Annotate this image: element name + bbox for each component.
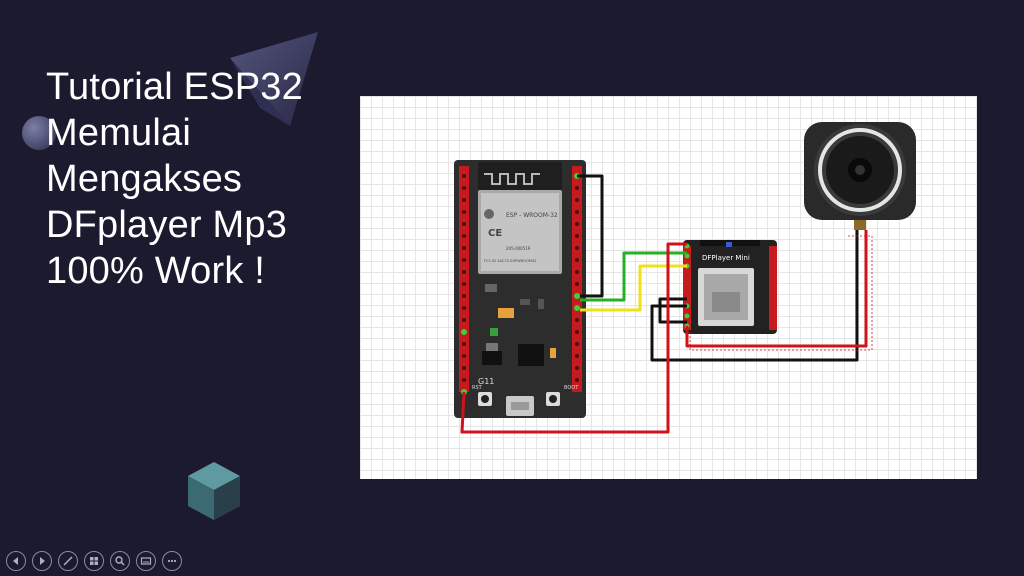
wire-red xyxy=(460,242,687,434)
wire-yellow xyxy=(580,264,687,312)
dfplayer-label: DFPlayer Mini xyxy=(702,254,750,262)
subtitles-icon xyxy=(140,557,152,565)
wiring-diagram: ESP - WROOM-32 CE 205-000519 FCC ID 2AC7… xyxy=(360,96,977,479)
wire-red xyxy=(685,230,868,348)
zoom-icon xyxy=(115,556,125,566)
zoom-button[interactable] xyxy=(110,551,130,571)
speaker xyxy=(804,122,916,230)
next-slide-button[interactable] xyxy=(32,551,52,571)
title-line: 100% Work ! xyxy=(46,250,266,292)
ce-mark: CE xyxy=(488,228,502,239)
left-pin-header xyxy=(459,166,469,392)
wires xyxy=(460,174,873,434)
decorative-sphere xyxy=(22,116,56,150)
previous-slide-button[interactable] xyxy=(6,551,26,571)
title-line: Mengakses xyxy=(46,158,243,200)
decorative-cube-shape xyxy=(188,462,240,520)
wire-black xyxy=(650,230,859,362)
pen-button[interactable] xyxy=(58,551,78,571)
wire-green xyxy=(580,251,687,302)
previous-icon xyxy=(13,557,18,565)
esp32-board: ESP - WROOM-32 CE 205-000519 FCC ID 2AC7… xyxy=(454,160,586,418)
title-line: DFplayer Mp3 xyxy=(46,204,288,246)
subtitles-button[interactable] xyxy=(136,551,156,571)
wire-black xyxy=(658,297,687,324)
rst-label: RST xyxy=(472,385,483,391)
title-line: Tutorial ESP32 xyxy=(46,66,303,108)
decorative-crystal-shape xyxy=(230,32,318,126)
wiring-diagram-svg: ESP - WROOM-32 CE 205-000519 FCC ID 2AC7… xyxy=(454,122,916,434)
next-icon xyxy=(40,557,45,565)
wire-black xyxy=(577,174,604,298)
module-code: 205-000519 xyxy=(506,246,531,251)
fcc-label: FCC ID 2AC7Z-ESPWROOM32 xyxy=(484,259,536,263)
more-options-button[interactable] xyxy=(162,551,182,571)
gpio-label: G11 xyxy=(478,377,494,386)
wifi-logo-icon xyxy=(484,209,494,219)
boot-label: BOOT xyxy=(564,385,579,391)
dfplayer-module: DFPlayer Mini xyxy=(683,240,777,334)
slides-icon xyxy=(90,557,98,565)
more-icon xyxy=(167,559,177,563)
module-label: ESP - WROOM-32 xyxy=(506,212,558,219)
presentation-toolbar xyxy=(6,550,182,572)
see-all-slides-button[interactable] xyxy=(84,551,104,571)
pen-icon xyxy=(63,556,73,566)
slide-title: Tutorial ESP32 Memulai Mengakses DFplaye… xyxy=(46,64,346,294)
right-pin-header xyxy=(572,166,582,392)
title-line: Memulai xyxy=(46,112,191,154)
